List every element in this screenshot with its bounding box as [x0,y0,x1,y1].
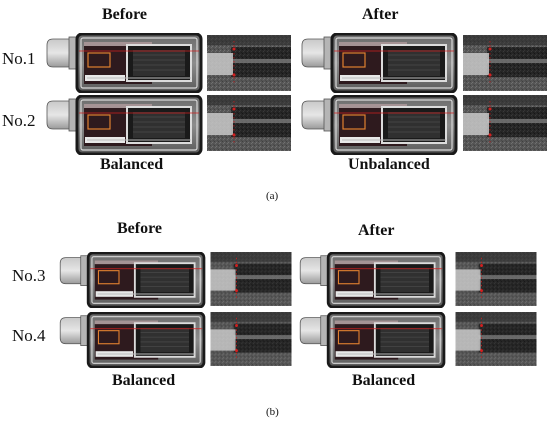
caption-b: (b) [266,406,279,418]
xray-no1-after [300,33,460,93]
row-label-no2: No.2 [2,111,36,130]
row-label-no1: No.1 [2,49,36,68]
zoom-no3-before [210,252,292,306]
part-a-left-status: Balanced [100,156,164,173]
row-label-no4: No.4 [12,326,46,345]
part-b-after-label: After [358,222,395,239]
xray-no1-before [45,33,205,93]
row-label-no3: No.3 [12,266,46,285]
zoom-no3-after [455,252,537,306]
zoom-no1-before [207,35,291,91]
xray-no4-after [298,312,448,368]
part-b-left-status: Balanced [112,372,176,389]
part-b-right-status: Balanced [352,372,416,389]
part-a-right-status: Unbalanced [348,156,430,173]
zoom-no1-after [463,35,547,91]
xray-no4-before [58,312,208,368]
xray-no3-after [298,252,448,308]
caption-a: (a) [266,190,279,202]
part-a-before-label: Before [102,6,148,23]
xray-no2-before [45,95,205,155]
zoom-no2-before [207,95,291,151]
part-a-after-label: After [362,6,399,23]
zoom-no4-after [455,312,537,366]
part-b-before-label: Before [117,220,163,237]
xray-no3-before [58,252,208,308]
zoom-no2-after [463,95,547,151]
xray-no2-after [300,95,460,155]
zoom-no4-before [210,312,292,366]
